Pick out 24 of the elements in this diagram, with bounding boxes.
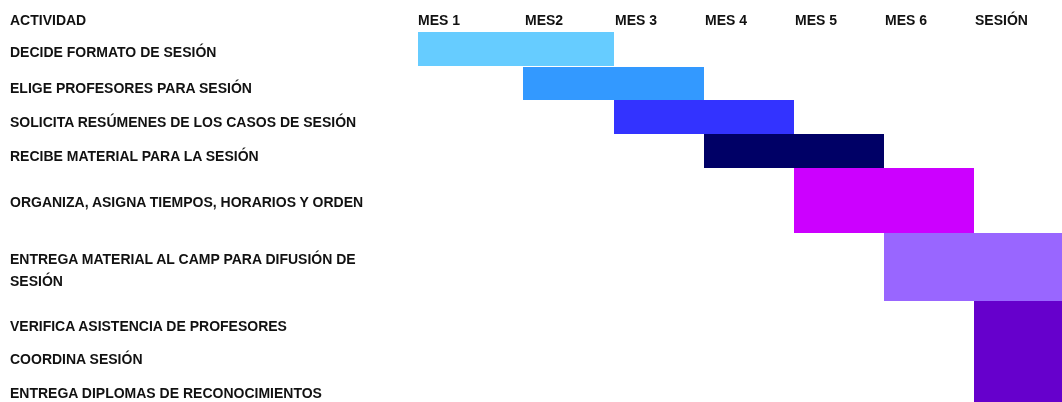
month-header: MES2 xyxy=(525,11,564,30)
month-header: MES 3 xyxy=(615,11,657,30)
gantt-bar xyxy=(614,100,794,134)
gantt-bar xyxy=(794,168,974,233)
activity-label: ENTREGA MATERIAL AL CAMP PARA DIFUSIÓN DE SESIÓN xyxy=(10,249,357,291)
column-header: ACTIVIDAD xyxy=(10,11,87,30)
month-header: MES 5 xyxy=(795,11,837,30)
activity-label: SOLICITA RESÚMENES DE LOS CASOS DE SESIÓN xyxy=(10,112,357,132)
activity-label: ELIGE PROFESORES PARA SESIÓN xyxy=(10,78,252,98)
gantt-bar xyxy=(418,32,614,66)
activity-label: DECIDE FORMATO DE SESIÓN xyxy=(10,42,217,62)
activity-label: RECIBE MATERIAL PARA LA SESIÓN xyxy=(10,146,259,166)
gantt-bar xyxy=(974,301,1062,402)
month-header: MES 4 xyxy=(705,11,747,30)
month-header: MES 1 xyxy=(418,11,460,30)
activity-label: COORDINA SESIÓN xyxy=(10,349,143,369)
gantt-bar xyxy=(704,134,884,168)
month-header: MES 6 xyxy=(885,11,927,30)
activity-label: VERIFICA ASISTENCIA DE PROFESORES xyxy=(10,317,287,336)
gantt-bar xyxy=(523,67,704,100)
activity-label: ENTREGA DIPLOMAS DE RECONOCIMIENTOS xyxy=(10,384,322,402)
month-header: SESIÓN xyxy=(975,10,1028,30)
gantt-bar xyxy=(884,233,1062,301)
activity-label: ORGANIZA, ASIGNA TIEMPOS, HORARIOS Y ORDEN xyxy=(10,193,364,212)
